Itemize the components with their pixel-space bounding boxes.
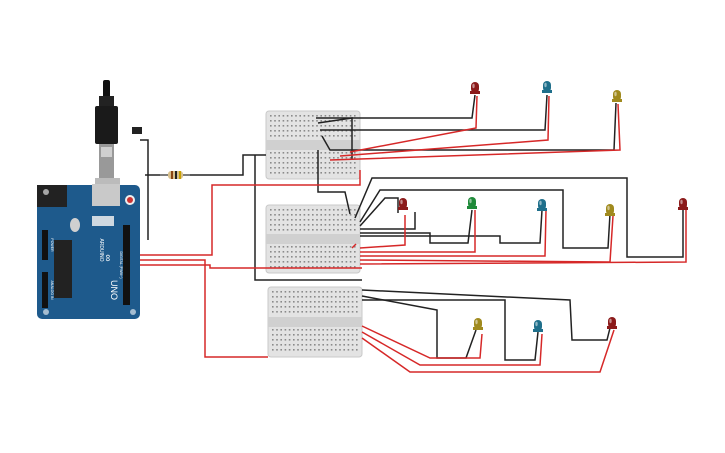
breadboard-middle[interactable] <box>265 204 361 274</box>
microcontroller-chip <box>54 240 72 298</box>
led-8[interactable] <box>678 198 688 210</box>
leds <box>398 81 688 332</box>
power-pins-label: POWER <box>50 238 54 252</box>
led-11[interactable] <box>607 317 617 329</box>
led-9[interactable] <box>473 318 483 330</box>
analog-header <box>42 272 48 308</box>
led-3[interactable] <box>612 90 622 102</box>
power-jack <box>37 185 67 207</box>
resistor[interactable] <box>160 171 190 179</box>
arduino-brand-text: ARDUINO <box>98 238 104 261</box>
capacitor <box>70 218 80 232</box>
analog-pins-label: ANALOG IN <box>50 280 54 300</box>
digital-header <box>123 225 130 305</box>
usb-cable[interactable] <box>95 80 120 192</box>
breadboard-top[interactable] <box>265 110 361 180</box>
led-4[interactable] <box>398 198 408 210</box>
power-plug <box>132 127 142 134</box>
arduino-logo: ∞ <box>102 254 113 261</box>
black-wires[interactable] <box>140 94 684 361</box>
red-wires[interactable] <box>140 95 687 373</box>
usb-port <box>92 184 120 206</box>
led-10[interactable] <box>533 320 543 332</box>
breadboard-bottom[interactable] <box>267 286 363 358</box>
arduino-uno-board[interactable]: ∞ ARDUINO UNO DIGITAL (PWM~) POWER ANALO… <box>37 184 140 319</box>
led-6[interactable] <box>537 199 547 211</box>
led-1[interactable] <box>470 82 480 94</box>
digital-pins-label: DIGITAL (PWM~) <box>119 251 123 278</box>
power-header <box>42 230 48 260</box>
led-7[interactable] <box>605 204 615 216</box>
led-5[interactable] <box>467 197 477 209</box>
arduino-model-text: UNO <box>109 280 119 300</box>
crystal <box>92 216 114 226</box>
led-2[interactable] <box>542 81 552 93</box>
